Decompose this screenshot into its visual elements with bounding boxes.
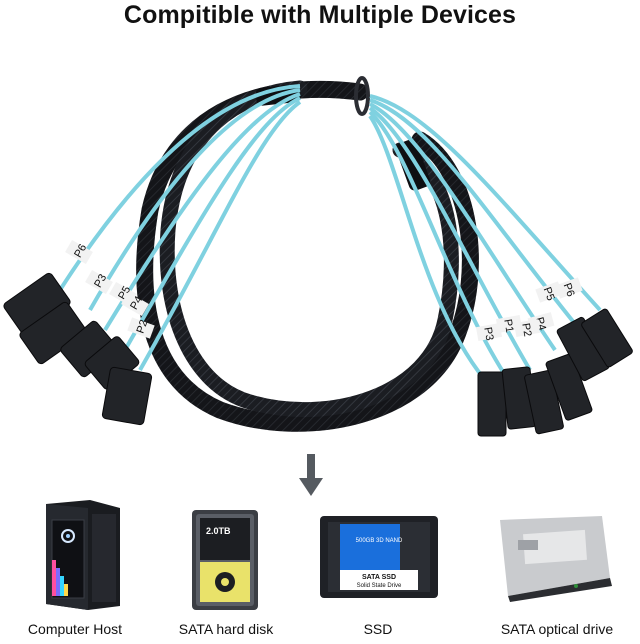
hdd-capacity-label: 2.0TB [206,526,231,536]
port-label: P3 [481,326,495,341]
page-title: Compitible with Multiple Devices [123,1,517,29]
port-label: P1 [501,318,515,333]
cable-tie [354,76,370,116]
port-label: P2 [519,322,533,337]
device-label-sata-hard-disk: SATA hard disk [178,621,274,637]
device-label-ssd: SSD [363,621,393,637]
ssd-icon: 500GB 3D NAND SATA SSD Solid State Drive [320,516,438,598]
sata-connectors-right [477,308,633,437]
port-labels-left: P6 P3 P5 P4 P2 [65,239,155,339]
port-label: P6 [72,242,89,260]
sata-connectors-left [3,272,153,426]
ssd-label-line2: SATA SSD [362,574,396,581]
heat-shrink-sleeve-2 [395,139,431,191]
ssd-label-line1: 500GB 3D NAND [356,538,403,544]
optical-drive-icon [500,516,612,602]
port-label: P2 [135,318,151,335]
port-label: P5 [541,286,557,303]
ssd-label-line3: Solid State Drive [357,583,402,589]
computer-tower-icon [46,500,120,610]
port-label: P3 [92,272,109,290]
port-label: P4 [128,294,145,312]
hard-disk-icon: 2.0TB [192,510,258,610]
device-label-sata-optical-drive: SATA optical drive [500,621,614,637]
port-labels-right: P6 P5 P4 P3 P2 P1 [475,277,583,342]
down-arrow-icon [299,454,323,496]
sata-cable-illustration: P6 P3 P5 P4 P2 P6 P5 P4 P3 P2 P1 [3,76,633,437]
device-label-computer-host: Computer Host [27,621,123,637]
sata-wires-left [58,84,302,371]
port-label: P6 [561,282,577,299]
